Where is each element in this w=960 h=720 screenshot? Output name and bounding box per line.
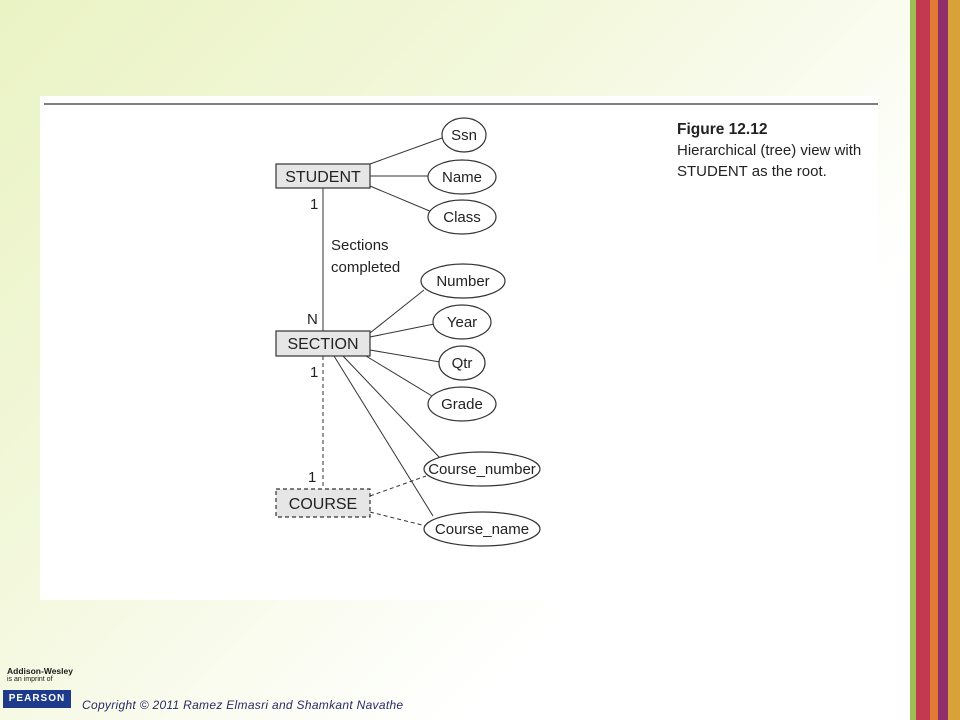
publisher-logo: Addison-Wesley is an imprint of PEARSON	[0, 660, 73, 720]
edge-section-grade	[365, 355, 433, 397]
entity-student-box	[275, 163, 371, 189]
attr-year-label: Year	[447, 314, 477, 331]
copyright-footer: Copyright © 2011 Ramez Elmasri and Shamk…	[82, 698, 404, 712]
cardinality-course: 1	[308, 469, 316, 486]
cardinality-student: 1	[310, 196, 318, 213]
entity-course-label: COURSE	[289, 496, 357, 513]
logo-imprint: is an imprint of	[7, 676, 53, 683]
attr-course-number-label: Course_number	[428, 461, 536, 478]
decorative-stripe	[910, 0, 960, 720]
attr-name-ellipse	[427, 159, 497, 195]
logo-parent: PEARSON	[3, 690, 71, 708]
attr-number-ellipse	[420, 263, 506, 299]
attr-course-name-ellipse	[423, 511, 541, 547]
attr-course-name-label: Course_name	[435, 521, 529, 538]
edge-student-ssn	[369, 137, 443, 165]
caption-line-1: Hierarchical (tree) view with	[677, 142, 862, 159]
attr-name-label: Name	[442, 169, 482, 186]
edge-course-course-name	[369, 511, 427, 527]
edge-section-year	[369, 323, 435, 338]
figure-caption: Figure 12.12 Hierarchical (tree) view wi…	[677, 119, 887, 182]
relationship-label-line1: Sections	[331, 237, 389, 254]
logo-publisher: Addison-Wesley	[7, 666, 73, 676]
entity-student-label: STUDENT	[285, 169, 361, 186]
attr-class-label: Class	[443, 209, 481, 226]
attr-qtr-label: Qtr	[452, 355, 473, 372]
relationship-label-line2: completed	[331, 259, 400, 276]
attr-class-ellipse	[427, 199, 497, 235]
entity-section-box	[275, 330, 371, 357]
attr-ssn-label: Ssn	[451, 127, 477, 144]
attr-grade-label: Grade	[441, 396, 483, 413]
edge-section-course-number	[342, 355, 441, 459]
attr-grade-ellipse	[427, 386, 497, 422]
edge-section-qtr	[369, 349, 441, 363]
edge-course-course-number	[369, 475, 427, 497]
cardinality-section-bottom: 1	[310, 364, 318, 381]
figure-number: Figure 12.12	[677, 121, 768, 138]
attr-number-label: Number	[436, 273, 489, 290]
attr-year-ellipse	[432, 304, 492, 340]
entity-section-label: SECTION	[287, 336, 358, 353]
edge-section-number	[369, 289, 425, 334]
attr-ssn-ellipse	[441, 117, 487, 153]
cardinality-section-top: N	[307, 311, 318, 328]
edge-section-course-name	[333, 355, 434, 517]
attr-course-number-ellipse	[423, 451, 541, 487]
attr-qtr-ellipse	[438, 345, 486, 381]
caption-line-2: STUDENT as the root.	[677, 163, 827, 180]
edge-student-class	[369, 185, 433, 213]
entity-course-box	[275, 488, 371, 518]
